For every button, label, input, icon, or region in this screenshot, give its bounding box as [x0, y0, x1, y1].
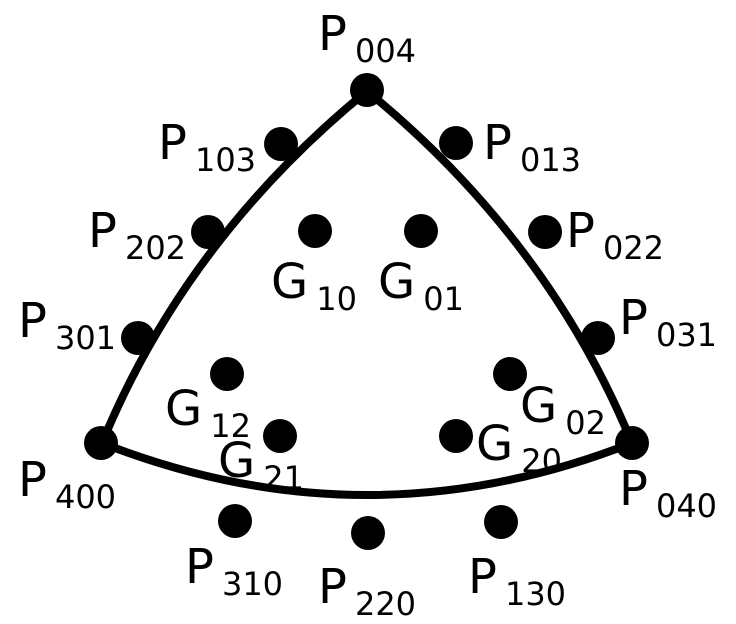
label-letter: G	[476, 416, 513, 472]
label-subscript: 031	[656, 316, 717, 354]
control-point-p031	[581, 321, 615, 355]
label-subscript: 02	[565, 404, 606, 442]
control-point-p301	[121, 321, 155, 355]
control-point-g12	[210, 357, 244, 391]
label-subscript: 20	[521, 442, 562, 480]
label-subscript: 040	[656, 487, 717, 525]
label-subscript: 21	[263, 459, 304, 497]
triangle-boundary	[98, 87, 636, 499]
label-subscript: 022	[603, 229, 664, 267]
label-letter: G	[271, 254, 308, 310]
control-point-p220	[351, 516, 385, 550]
label-subscript: 10	[316, 280, 357, 318]
label-letter: P	[566, 203, 595, 259]
label-letter: P	[18, 293, 47, 349]
label-subscript: 301	[55, 319, 116, 357]
control-point-g20	[439, 419, 473, 453]
control-point-p013	[439, 126, 473, 160]
label-subscript: 220	[355, 585, 416, 623]
label-letter: P	[483, 115, 512, 171]
label-letter: P	[318, 559, 347, 615]
control-point-p022	[528, 215, 562, 249]
control-point-g02	[493, 357, 527, 391]
control-point-g10	[298, 214, 332, 248]
label-subscript: 01	[423, 280, 464, 318]
label-letter: G	[165, 381, 202, 437]
label-subscript: 12	[210, 407, 251, 445]
label-letter: P	[318, 6, 347, 62]
label-subscript: 004	[355, 32, 416, 70]
control-point-p040	[615, 426, 649, 460]
label-letter: G	[378, 254, 415, 310]
label-letter: P	[619, 461, 648, 517]
control-point-p400	[84, 426, 118, 460]
control-point-g01	[404, 214, 438, 248]
control-point-g21	[263, 419, 297, 453]
label-subscript: 310	[222, 565, 283, 603]
control-point-p004	[350, 73, 384, 107]
label-letter: P	[158, 115, 187, 171]
control-points	[84, 73, 649, 550]
label-subscript: 013	[520, 141, 581, 179]
label-letter: G	[520, 378, 557, 434]
label-letter: P	[185, 539, 214, 595]
control-point-p310	[218, 504, 252, 538]
label-subscript: 130	[505, 575, 566, 613]
label-letter: P	[468, 549, 497, 605]
control-point-p130	[484, 505, 518, 539]
control-point-p202	[191, 215, 225, 249]
label-subscript: 202	[125, 229, 186, 267]
label-letter: G	[218, 433, 255, 489]
control-point-p103	[264, 127, 298, 161]
label-letter: P	[88, 203, 117, 259]
label-letter: P	[18, 452, 47, 508]
label-letter: P	[619, 290, 648, 346]
label-subscript: 103	[195, 141, 256, 179]
label-subscript: 400	[55, 478, 116, 516]
